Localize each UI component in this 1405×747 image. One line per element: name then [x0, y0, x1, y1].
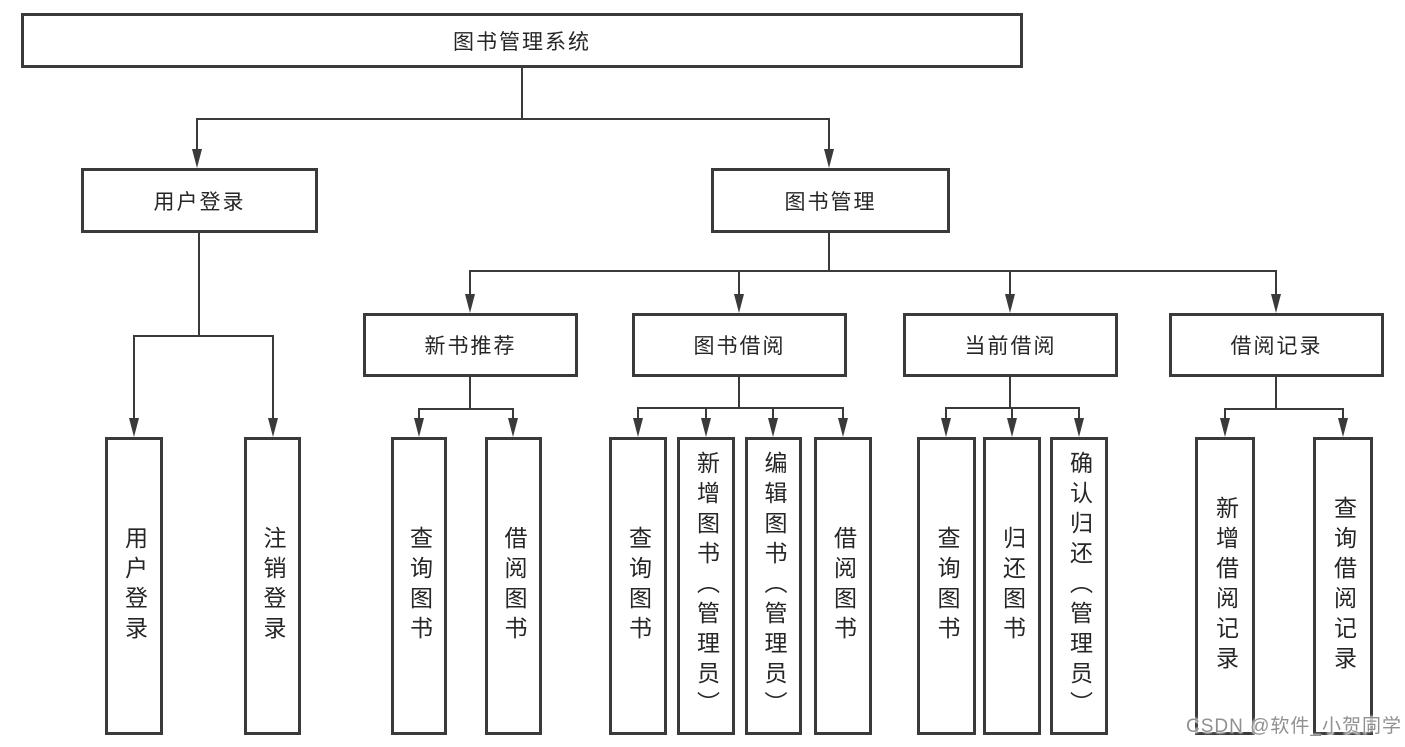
connector-line — [828, 118, 830, 152]
node-leaf-user-login: 用户登录 — [105, 437, 163, 735]
node-book-borrowing: 图书借阅 — [632, 313, 847, 377]
connector-line — [637, 407, 639, 420]
node-book-management: 图书管理 — [711, 168, 950, 233]
node-library-management-system: 图书管理系统 — [21, 13, 1023, 68]
connector-line — [133, 335, 135, 420]
connector-line — [1224, 408, 1226, 421]
connector-line — [1342, 408, 1344, 421]
connector-line — [196, 118, 198, 152]
arrow-down-icon — [768, 418, 778, 437]
connector-line — [1275, 270, 1277, 296]
node-new-book-recommendation: 新书推荐 — [363, 313, 578, 377]
node-leaf-bb-edit-books-admin: 编辑图书（管理员） — [745, 437, 802, 735]
connector-line — [738, 270, 740, 296]
connector-line — [637, 407, 843, 409]
connector-line — [1078, 407, 1080, 420]
watermark: CSDN @软件_小贺同学 — [1186, 716, 1402, 737]
node-borrowing-records: 借阅记录 — [1169, 313, 1384, 377]
node-leaf-logout: 注销登录 — [244, 437, 301, 735]
connector-line — [418, 408, 514, 410]
arrow-down-icon — [129, 418, 139, 437]
arrow-down-icon — [1271, 294, 1281, 313]
node-leaf-rec-borrow-books: 借阅图书 — [485, 437, 542, 735]
arrow-down-icon — [508, 418, 518, 437]
node-leaf-cb-confirm-return-admin: 确认归还（管理员） — [1050, 437, 1108, 735]
arrow-down-icon — [838, 418, 848, 437]
connector-line — [772, 407, 774, 420]
connector-line — [842, 407, 844, 420]
node-leaf-bb-borrow-books: 借阅图书 — [814, 437, 872, 735]
node-leaf-br-query-record: 查询借阅记录 — [1313, 437, 1373, 735]
arrow-down-icon — [192, 149, 202, 168]
arrow-down-icon — [701, 418, 711, 437]
connector-line — [1224, 408, 1343, 410]
arrow-down-icon — [824, 149, 834, 168]
node-leaf-rec-query-books: 查询图书 — [391, 437, 447, 735]
connector-line — [272, 335, 274, 420]
connector-line — [1009, 270, 1011, 296]
node-user-login: 用户登录 — [81, 168, 318, 233]
arrow-down-icon — [1338, 418, 1348, 437]
node-current-borrowing: 当前借阅 — [903, 313, 1118, 377]
arrow-down-icon — [1007, 418, 1017, 437]
connector-line — [198, 233, 200, 337]
connector-line — [418, 408, 420, 421]
connector-line — [1275, 377, 1277, 410]
connector-line — [469, 377, 471, 410]
connector-line — [133, 335, 273, 337]
arrow-down-icon — [1005, 294, 1015, 313]
arrow-down-icon — [1074, 418, 1084, 437]
connector-line — [196, 118, 830, 120]
connector-line — [1011, 407, 1013, 420]
connector-line — [738, 377, 740, 409]
connector-line — [828, 233, 830, 272]
connector-line — [1009, 377, 1011, 409]
connector-line — [521, 68, 523, 118]
arrow-down-icon — [465, 294, 475, 313]
connector-line — [512, 408, 514, 421]
connector-line — [945, 407, 947, 420]
connector-line — [469, 270, 471, 296]
arrow-down-icon — [268, 418, 278, 437]
node-leaf-cb-query-books: 查询图书 — [917, 437, 976, 735]
node-leaf-br-add-record: 新增借阅记录 — [1195, 437, 1255, 735]
connector-line — [705, 407, 707, 420]
arrow-down-icon — [1220, 418, 1230, 437]
connector-line — [469, 270, 1277, 272]
node-leaf-bb-add-books-admin: 新增图书（管理员） — [677, 437, 735, 735]
arrow-down-icon — [414, 418, 424, 437]
node-leaf-cb-return-books: 归还图书 — [983, 437, 1041, 735]
arrow-down-icon — [734, 294, 744, 313]
arrow-down-icon — [941, 418, 951, 437]
node-leaf-bb-query-books: 查询图书 — [609, 437, 667, 735]
arrow-down-icon — [633, 418, 643, 437]
